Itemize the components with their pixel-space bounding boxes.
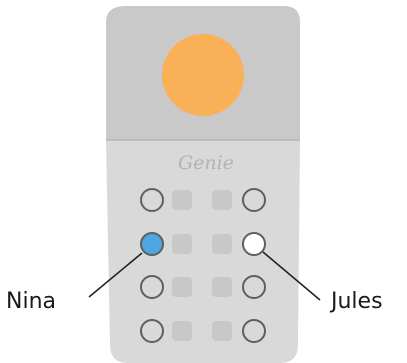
button-grid [140, 188, 266, 343]
callout-label-jules: Jules [329, 289, 383, 314]
key-square-row2-right[interactable] [212, 234, 232, 254]
key-square-row3-left[interactable] [172, 277, 192, 297]
round-button-row2-left-blue[interactable] [140, 232, 164, 256]
key-square-row1-left[interactable] [172, 190, 192, 210]
callout-line-jules [262, 251, 321, 301]
key-square-row4-left[interactable] [172, 321, 192, 341]
round-button-row4-left[interactable] [140, 319, 164, 343]
key-square-row2-left[interactable] [172, 234, 192, 254]
round-button-row1-left[interactable] [140, 188, 164, 212]
round-button-row2-right-white[interactable] [242, 232, 266, 256]
device-body [106, 140, 300, 363]
brand-logo-text: Genie [178, 152, 234, 174]
round-button-row3-left[interactable] [140, 275, 164, 299]
round-button-row3-right[interactable] [242, 275, 266, 299]
round-button-row4-right[interactable] [242, 319, 266, 343]
key-square-row3-right[interactable] [212, 277, 232, 297]
round-button-row1-right[interactable] [242, 188, 266, 212]
key-square-row4-right[interactable] [212, 321, 232, 341]
key-square-row1-right[interactable] [212, 190, 232, 210]
callout-line-nina [88, 252, 143, 298]
sun-indicator [162, 34, 244, 116]
callout-label-nina: Nina [6, 289, 56, 314]
